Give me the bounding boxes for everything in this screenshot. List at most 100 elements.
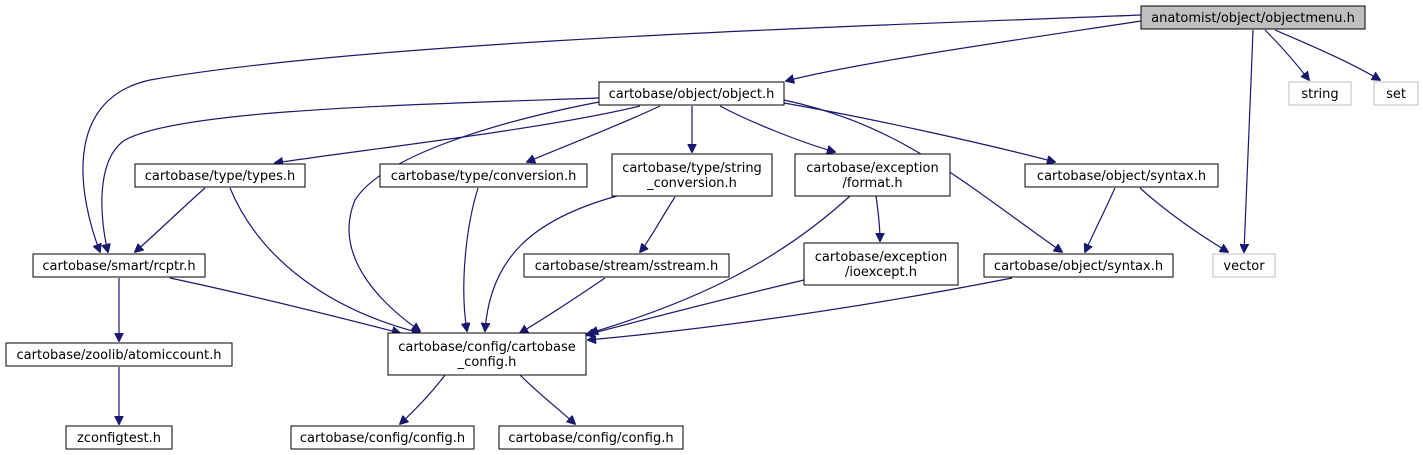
edge-n6-n10: [640, 196, 676, 252]
graph-node-n8[interactable]: cartobase/object/syntax.h: [1024, 163, 1219, 188]
edge-n7-n15: [590, 195, 851, 333]
node-box: [1140, 5, 1366, 30]
node-label: _config.h: [457, 355, 517, 370]
graph-node-n6[interactable]: cartobase/type/string_conversion.h: [611, 153, 773, 197]
edge-n7-n11: [875, 195, 880, 241]
edge-arrow: [527, 105, 661, 162]
edge-n15-n17: [400, 374, 446, 424]
edge-n1-n9: [101, 97, 600, 252]
edge-arrow: [640, 196, 676, 252]
node-label: _conversion.h: [646, 176, 737, 191]
node-box: [794, 153, 951, 197]
node-box: [983, 253, 1174, 278]
edge-n0-n9: [82, 14, 1142, 252]
graph-node-n12[interactable]: cartobase/object/syntax.h: [983, 253, 1174, 278]
graph-node-n7[interactable]: cartobase/exception/format.h: [794, 153, 951, 197]
graph-node-n16[interactable]: zconfigtest.h: [65, 425, 173, 450]
edge-n5-n15: [464, 187, 479, 331]
node-label: /format.h: [842, 176, 902, 191]
edge-arrow: [135, 187, 206, 252]
node-box: [523, 253, 730, 278]
edge-arrow: [275, 105, 641, 163]
edge-n9-n15: [169, 277, 400, 333]
node-label: cartobase/object/syntax.h: [994, 259, 1163, 274]
nodes-layer: anatomist/object/objectmenu.h cartobase/o…: [5, 5, 1419, 450]
node-box: [598, 81, 785, 106]
node-label: cartobase/exception: [806, 161, 938, 176]
graph-node-n10[interactable]: cartobase/stream/sstream.h: [523, 253, 730, 278]
edge-n4-n15: [229, 187, 420, 333]
edge-arrow: [1139, 187, 1228, 252]
edge-arrow: [1085, 187, 1116, 252]
node-label: string: [1301, 87, 1338, 102]
node-label: cartobase/exception: [815, 250, 947, 265]
edge-arrow: [348, 101, 600, 331]
edge-arrow: [586, 279, 805, 335]
edge-n15-n18: [519, 374, 575, 424]
node-label: cartobase/type/string: [622, 161, 762, 176]
edge-n4-n9: [135, 187, 206, 252]
node-label: zconfigtest.h: [77, 431, 161, 446]
edge-arrow: [464, 187, 479, 331]
graph-node-n14[interactable]: cartobase/zoolib/atomiccount.h: [5, 342, 233, 367]
edge-n6-n15: [485, 195, 618, 331]
graph-node-n3: set: [1373, 81, 1419, 106]
edge-n8-n12: [1085, 187, 1116, 252]
edge-arrow: [520, 277, 606, 333]
node-box: [1288, 81, 1352, 106]
node-label: cartobase/type/conversion.h: [391, 169, 577, 184]
graph-node-n15[interactable]: cartobase/config/cartobase_config.h: [387, 332, 587, 376]
edges-layer: [82, 14, 1380, 424]
graph-node-n11[interactable]: cartobase/exception/ioexcept.h: [803, 242, 959, 286]
edge-n0-n2: [1264, 29, 1309, 80]
node-box: [611, 153, 773, 197]
node-box: [134, 163, 306, 188]
edge-n0-n3: [1274, 29, 1380, 80]
edge-n8-n13: [1139, 187, 1228, 252]
node-box: [1373, 81, 1419, 106]
edge-arrow: [485, 195, 618, 331]
edge-n1-n4: [275, 105, 641, 163]
edge-arrow: [719, 105, 835, 152]
node-label: cartobase/config/config.h: [300, 431, 465, 446]
node-label: vector: [1223, 259, 1265, 274]
edge-arrow: [519, 374, 575, 424]
graph-node-n13: vector: [1212, 253, 1276, 278]
edge-arrow: [588, 277, 1013, 340]
graph-node-n4[interactable]: cartobase/type/types.h: [134, 163, 306, 188]
node-box: [379, 163, 588, 188]
graph-node-n9[interactable]: cartobase/smart/rcptr.h: [32, 253, 206, 278]
edge-arrow: [1274, 29, 1380, 80]
node-label: cartobase/stream/sstream.h: [535, 259, 719, 274]
node-box: [32, 253, 206, 278]
graph-node-n18[interactable]: cartobase/config/config.h: [498, 425, 684, 450]
edge-n11-n15: [586, 279, 805, 335]
edge-n1-n15: [348, 101, 600, 331]
edge-n10-n15: [520, 277, 606, 333]
edge-arrow: [875, 195, 880, 241]
node-box: [65, 425, 173, 450]
graph-node-n1[interactable]: cartobase/object/object.h: [598, 81, 785, 106]
edge-n1-n5: [527, 105, 661, 162]
graph-node-n0[interactable]: anatomist/object/objectmenu.h: [1140, 5, 1366, 30]
edge-n1-n7: [719, 105, 835, 152]
node-label: /ioexcept.h: [845, 265, 917, 280]
node-label: anatomist/object/objectmenu.h: [1151, 11, 1355, 26]
graph-node-n5[interactable]: cartobase/type/conversion.h: [379, 163, 588, 188]
graph-node-n17[interactable]: cartobase/config/config.h: [290, 425, 475, 450]
edge-arrow: [400, 374, 446, 424]
node-box: [5, 342, 233, 367]
node-label: cartobase/smart/rcptr.h: [42, 259, 195, 274]
edge-n0-n13: [1244, 29, 1254, 252]
graph-node-n2: string: [1288, 81, 1352, 106]
node-label: cartobase/object/syntax.h: [1037, 169, 1206, 184]
node-label: cartobase/config/cartobase: [398, 340, 576, 355]
edge-arrow: [229, 187, 420, 333]
node-box: [387, 332, 587, 376]
edge-n0-n1: [786, 20, 1142, 81]
edge-arrow: [169, 277, 400, 333]
edge-arrow: [1244, 29, 1254, 252]
edge-n12-n15: [588, 277, 1013, 340]
edge-arrow: [590, 195, 851, 333]
node-box: [290, 425, 475, 450]
